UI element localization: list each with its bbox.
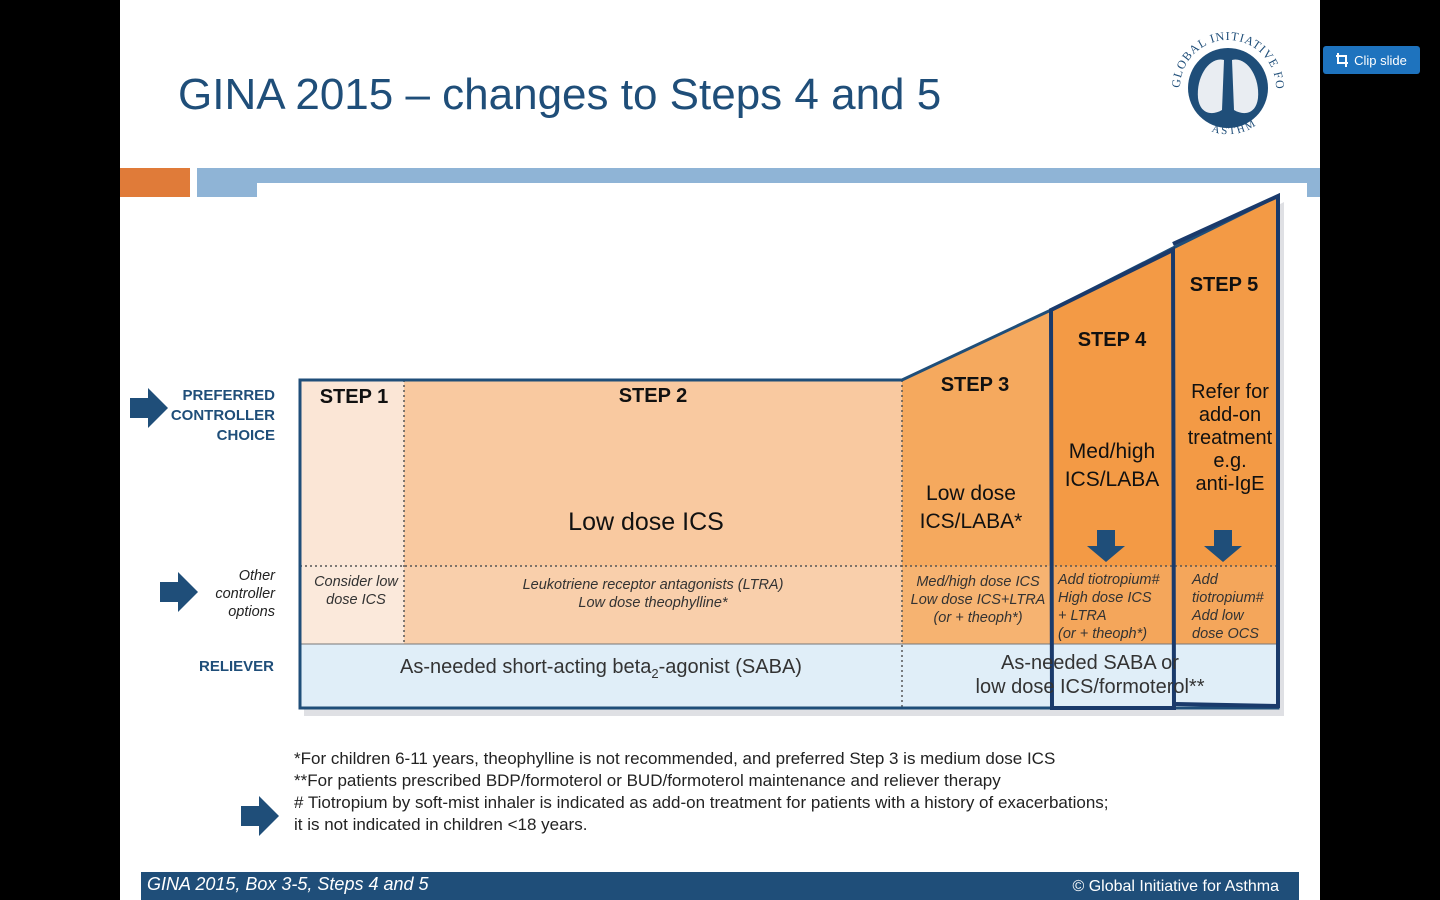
- clip-slide-button[interactable]: Clip slide: [1323, 46, 1420, 74]
- step4-zone: [1051, 248, 1173, 644]
- step1-label: STEP 1: [319, 386, 389, 408]
- arrow-down-icon: [1204, 530, 1242, 562]
- stepwise-diagram: [298, 192, 1284, 716]
- step2-preferred: Low dose ICS: [568, 508, 724, 536]
- step4-label: STEP 4: [1077, 329, 1147, 351]
- footer-source: GINA 2015, Box 3-5, Steps 4 and 5: [147, 874, 429, 894]
- footnotes: *For children 6-11 years, theophylline i…: [294, 748, 1109, 836]
- footnote: *For children 6-11 years, theophylline i…: [294, 749, 1056, 768]
- clip-slide-label: Clip slide: [1354, 52, 1407, 68]
- step4-preferred: Med/high ICS/LABA: [1064, 440, 1160, 491]
- step3-label: STEP 3: [940, 374, 1010, 396]
- step2-label: STEP 2: [618, 385, 688, 407]
- reliever-row: [300, 644, 1278, 708]
- step1-zone: [300, 380, 404, 644]
- row-label-preferred: PREFERRED CONTROLLER CHOICE: [170, 387, 275, 444]
- step4-other: Add tiotropium# High dose ICS + LTRA (or…: [1058, 572, 1160, 642]
- step2-other: Leukotriene receptor antagonists (LTRA) …: [522, 577, 784, 611]
- arrow-right-icon: [241, 796, 279, 836]
- step1-other: Consider low dose ICS: [314, 574, 398, 608]
- arrow-right-icon: [160, 572, 198, 612]
- reliever-saba: As-needed short-acting beta2-agonist (SA…: [400, 656, 802, 681]
- slide: GINA 2015 – changes to Steps 4 and 5 GLO…: [120, 0, 1320, 900]
- step5-label: STEP 5: [1189, 274, 1259, 296]
- step5-preferred: Refer for add-on treatment e.g. anti-IgE: [1187, 381, 1273, 495]
- step5-other: Add tiotropium# Add low dose OCS: [1192, 572, 1264, 642]
- row-label-other: Other controller options: [215, 568, 275, 620]
- step2-zone: [404, 380, 902, 644]
- footnote: **For patients prescribed BDP/formoterol…: [294, 771, 1001, 790]
- step5-zone: [1173, 196, 1278, 644]
- footnote: it is not indicated in children <18 year…: [294, 815, 588, 834]
- row-label-reliever: RELIEVER: [198, 658, 274, 675]
- accent-orange-bar: [120, 168, 190, 197]
- step3-zone: [902, 310, 1051, 644]
- footnote: # Tiotropium by soft-mist inhaler is ind…: [294, 793, 1109, 812]
- arrow-right-icon: [130, 388, 168, 428]
- step3-preferred: Low dose ICS/LABA*: [919, 482, 1023, 533]
- bar-cutout: [257, 183, 1307, 203]
- footer-copyright: © Global Initiative for Asthma: [1072, 878, 1279, 895]
- clip-icon: [1336, 53, 1349, 67]
- slide-title: GINA 2015 – changes to Steps 4 and 5: [178, 70, 942, 119]
- arrow-down-icon: [1087, 530, 1125, 562]
- step3-other: Med/high dose ICS Low dose ICS+LTRA (or …: [910, 574, 1046, 626]
- slide-footer: GINA 2015, Box 3-5, Steps 4 and 5 © Glob…: [141, 872, 1299, 900]
- gina-logo: GLOBAL INITIATIVE FOR ASTHMA: [1166, 26, 1286, 137]
- reliever-saba-formoterol: As-needed SABA or low dose ICS/formotero…: [975, 652, 1205, 698]
